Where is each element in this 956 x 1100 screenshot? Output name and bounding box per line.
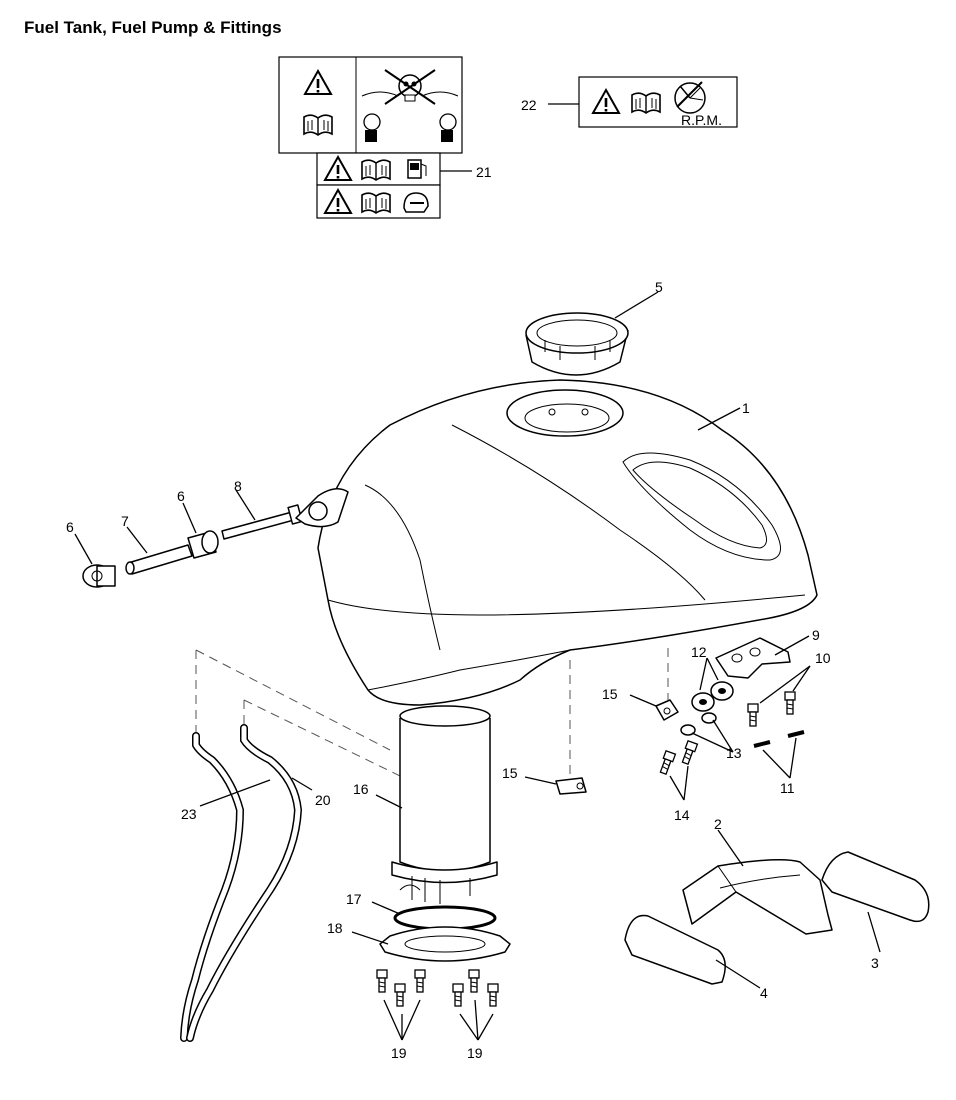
page-title: Fuel Tank, Fuel Pump & Fittings — [24, 18, 282, 37]
callout-11: 11 — [780, 780, 795, 796]
part-13-washers: 13 — [680, 719, 742, 761]
callout-9: 9 — [812, 627, 820, 643]
part-11-nuts: 11 — [753, 730, 805, 796]
callout-23: 23 — [181, 806, 197, 822]
callout-19-right: 19 — [467, 1045, 483, 1061]
callout-6-left: 6 — [66, 519, 74, 535]
part-6-grommet-right: 6 — [177, 488, 219, 559]
callout-18: 18 — [327, 920, 343, 936]
manual-book-icon — [361, 192, 391, 214]
part-8-long-bolt: 8 — [221, 478, 349, 540]
manual-book-icon — [631, 92, 661, 114]
callout-10: 10 — [815, 650, 831, 666]
part-23-hose: 23 — [180, 732, 271, 1042]
part-6-grommet-left: 6 — [66, 519, 116, 588]
part-19-bolts-right: 19 — [452, 969, 499, 1061]
fuel-pump-icon — [407, 159, 427, 179]
part-9-rear-bracket: 9 — [715, 627, 820, 679]
callout-6-right: 6 — [177, 488, 185, 504]
part-18-mounting-flange: 18 — [327, 920, 511, 962]
part-10-bolts: 10 — [747, 650, 831, 727]
manual-book-icon — [361, 159, 391, 181]
part-15-clip-lower: 15 — [502, 765, 587, 795]
part-17-o-ring: 17 — [346, 891, 497, 931]
part-7-spacer-tube: 7 — [121, 513, 193, 575]
part-4-side-pad: 4 — [624, 914, 768, 1001]
helmet-icon — [403, 192, 429, 213]
callout-15-lower: 15 — [502, 765, 518, 781]
callout-3: 3 — [871, 955, 879, 971]
part-16-fuel-pump: 16 — [353, 705, 498, 904]
part-15-clip-upper: 15 — [602, 686, 679, 721]
part-12-rubber-mounts: 12 — [691, 644, 734, 724]
part-2-tank-pad: 2 — [682, 816, 833, 935]
assembly-guide-lines — [195, 648, 669, 811]
callout-4: 4 — [760, 985, 768, 1001]
callout-7: 7 — [121, 513, 129, 529]
rpm-gauge-icon — [674, 81, 706, 114]
callout-14: 14 — [674, 807, 690, 823]
callout-16: 16 — [353, 781, 369, 797]
callout-12: 12 — [691, 644, 707, 660]
warning-decal-22: R.P.M. 22 — [521, 76, 738, 128]
callout-13: 13 — [726, 745, 742, 761]
callout-20: 20 — [315, 792, 331, 808]
rpm-label: R.P.M. — [681, 112, 722, 128]
part-1-fuel-tank: 1 — [317, 379, 818, 706]
manual-book-icon — [303, 114, 333, 136]
callout-22: 22 — [521, 97, 537, 113]
callout-15-upper: 15 — [602, 686, 618, 702]
part-5-filler-ring: 5 — [525, 279, 663, 376]
part-14-bolts: 14 — [657, 740, 699, 823]
skull-crossbones-icon — [361, 69, 459, 105]
callout-5: 5 — [655, 279, 663, 295]
callout-19-left: 19 — [391, 1045, 407, 1061]
callout-21: 21 — [476, 164, 492, 180]
warning-decal-group-21: 21 — [278, 56, 492, 219]
callout-8: 8 — [234, 478, 242, 494]
callout-17: 17 — [346, 891, 362, 907]
part-20-hose: 20 — [186, 724, 331, 1042]
callout-1: 1 — [742, 400, 750, 416]
callout-2: 2 — [714, 816, 722, 832]
rider-icon — [363, 113, 457, 142]
part-19-bolts-left: 19 — [376, 969, 426, 1061]
part-3-side-pad: 3 — [821, 851, 930, 971]
